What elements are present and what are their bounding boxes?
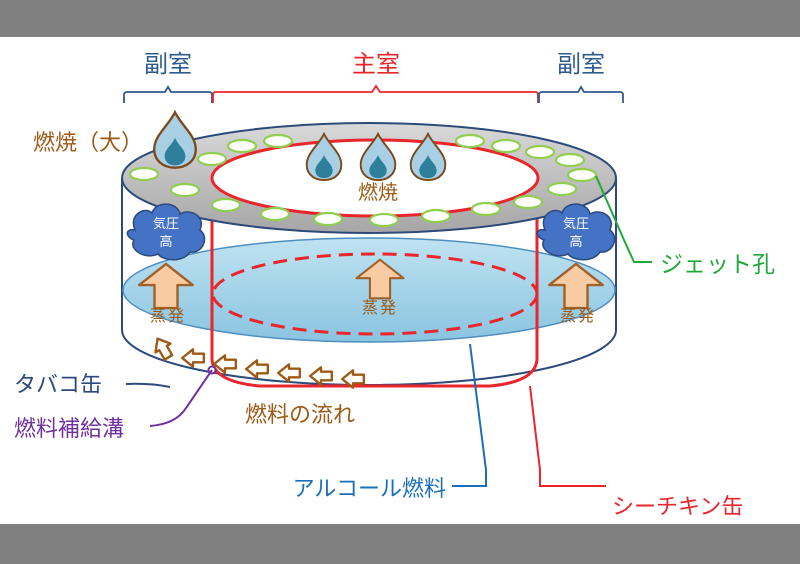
sub-chamber-right-label: 副室 [557, 50, 605, 78]
alcohol-fuel-leader [452, 343, 487, 487]
fuel-supply-groove-label: 燃料補給溝 [14, 417, 124, 442]
jet-hole [169, 182, 201, 198]
jet-hole [490, 138, 522, 154]
high-pressure-cloud-right: 気圧 高 [536, 203, 616, 261]
jet-hole [524, 144, 556, 160]
tobacco-can-leader [125, 382, 171, 388]
jet-hole [210, 197, 242, 213]
sub-chamber-right-bracket [538, 85, 624, 103]
jet-hole [368, 212, 400, 228]
high-pressure-cloud-left: 気圧 高 [126, 203, 206, 261]
high-pressure-right-line1: 気圧 [563, 216, 589, 232]
jet-hole [259, 206, 291, 222]
high-pressure-left-line1: 気圧 [153, 216, 179, 232]
cloud-icon [536, 203, 616, 261]
alcohol-fuel-label: アルコール燃料 [293, 477, 446, 502]
high-pressure-right-line2: 高 [569, 234, 582, 250]
high-pressure-left-line2: 高 [159, 234, 172, 250]
jet-holes [128, 133, 598, 228]
main-chamber-fuel-outline [211, 252, 539, 336]
main-chamber-bracket [212, 84, 539, 103]
jet-hole [312, 211, 344, 227]
jet-hole [512, 194, 544, 210]
evaporation-left-label: 蒸発 [150, 306, 184, 325]
fuel-flow-label: 燃料の流れ [245, 403, 355, 428]
evaporation-right-label: 蒸発 [560, 306, 594, 325]
jet-hole [128, 166, 160, 182]
tuna-can-leader [529, 385, 606, 487]
jet-hole [196, 151, 228, 167]
combustion-large-label: 燃焼（大） [33, 131, 143, 156]
combustion-label: 燃焼 [358, 180, 398, 204]
fuel-groove-leader [149, 369, 213, 427]
jet-hole [262, 133, 294, 149]
jet-hole [470, 201, 502, 217]
jet-hole [454, 133, 486, 149]
jet-holes-leader [595, 175, 652, 263]
sub-chamber-left-label: 副室 [144, 50, 192, 78]
jet-hole [554, 152, 586, 168]
tobacco-can-label: タバコ缶 [14, 373, 102, 398]
jet-holes-label: ジェット孔 [660, 252, 775, 278]
tuna-can-label: シーチキン缶 [612, 495, 743, 520]
cloud-icon [126, 203, 206, 261]
evaporation-center-label: 蒸発 [362, 298, 396, 317]
main-chamber-label: 主室 [352, 50, 400, 78]
jet-hole [420, 208, 452, 224]
jet-hole [546, 181, 578, 197]
jet-hole [226, 138, 258, 154]
sub-chamber-left-bracket [123, 85, 213, 103]
jet-hole [566, 167, 598, 183]
